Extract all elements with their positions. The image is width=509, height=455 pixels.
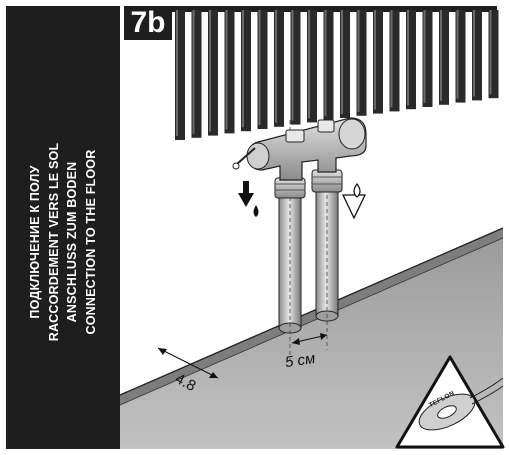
right-pipe [315,118,339,350]
dimension-wall-distance [157,347,219,379]
radiator-fin-highlight [489,10,492,95]
radiator-fin [257,10,268,129]
radiator-fin [290,10,301,125]
radiator-fin [439,10,449,105]
left-nut [274,177,306,199]
dimension-pipe-spacing [291,333,328,345]
radiator-fin-highlight [324,10,327,117]
radiator [172,6,499,140]
radiator-fin [224,10,235,134]
radiator-fin-highlight [341,10,343,114]
radiator-fin [389,10,400,112]
radiator-fin-highlight [258,10,261,125]
radiator-fin [455,10,466,103]
radiator-fin [175,10,185,140]
radiator-fin-highlight [473,10,475,97]
radiator-fin [356,10,367,116]
radiator-fin-highlight [225,10,228,130]
radiator-fin-highlight [192,10,195,134]
radiator-fin-highlight [176,10,178,136]
step-label: 7b [124,6,172,40]
warning-triangle-icon [395,355,505,449]
radiator-fin-highlight [275,10,277,123]
radiator-fin [488,10,499,99]
radiator-fin [373,10,383,114]
right-nut [311,169,343,193]
radiator-fin [472,10,482,101]
radiator-fin-highlight [423,10,426,103]
radiator-fin [406,10,416,110]
radiator-fin [191,10,202,138]
radiator-fin-highlight [209,10,211,132]
outlet-icon [341,182,367,220]
radiator-fin [422,10,433,107]
radiator-fin-highlight [456,10,459,99]
radiator-fin [274,10,284,127]
radiator-fin [241,10,251,132]
radiator-fin-highlight [242,10,244,128]
radiator-fin-highlight [440,10,442,101]
radiator-fin-highlight [374,10,376,110]
radiator-fin-highlight [291,10,294,121]
radiator-fin-highlight [390,10,393,108]
radiator-fin-highlight [407,10,409,106]
valve-body [232,117,367,181]
caption-sidebar [6,6,120,449]
radiator-fin [208,10,218,136]
radiator-fin-highlight [308,10,310,119]
radiator-fin-highlight [357,10,360,112]
radiator-fin [340,10,350,118]
inlet-icon [238,181,259,217]
radiator-fin [323,10,334,121]
radiator-fin [307,10,317,123]
